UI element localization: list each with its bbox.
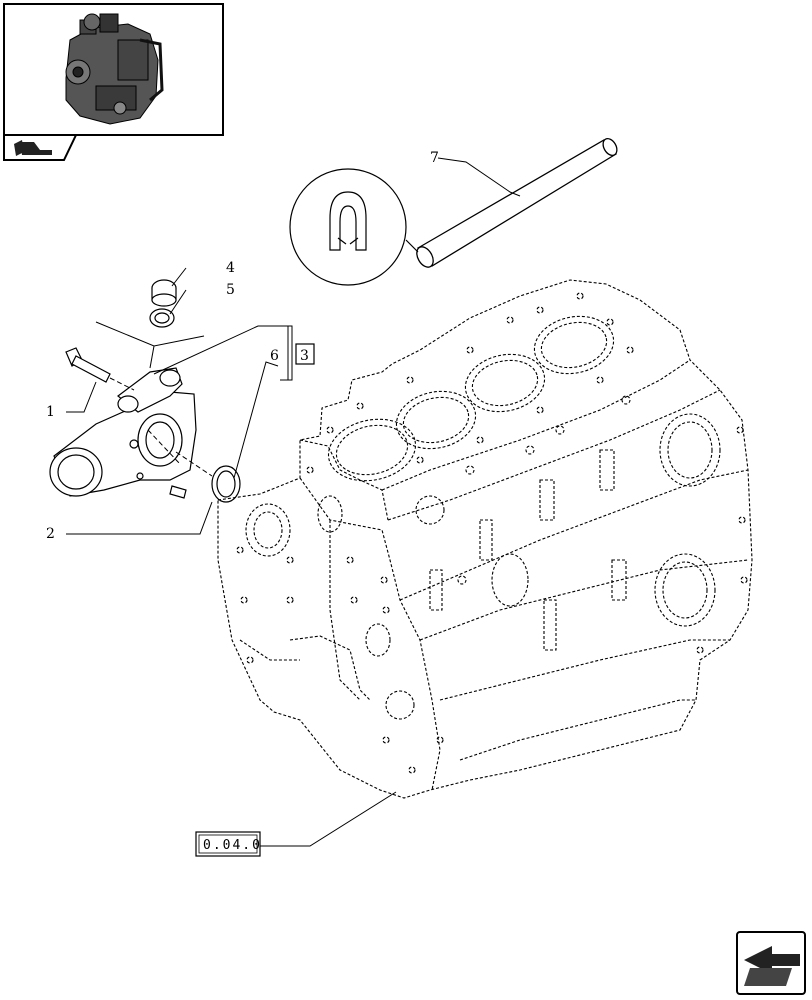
- callout-1[interactable]: 1: [46, 404, 55, 420]
- washer[interactable]: [149, 308, 175, 328]
- callout-6[interactable]: 6: [270, 348, 279, 364]
- callout-3-label: 3: [300, 348, 309, 364]
- hose-section-detail: [289, 168, 419, 286]
- alignment-lines: [109, 377, 213, 477]
- hose[interactable]: [413, 136, 619, 270]
- engine-thumbnail-icon: [65, 13, 164, 125]
- short-bolt[interactable]: [169, 485, 187, 499]
- callout-4[interactable]: 4: [226, 260, 235, 276]
- block-reference-label: 0.04.0: [203, 838, 262, 853]
- block-reference-link[interactable]: 0.04.0: [195, 831, 262, 857]
- callout-5-label: 5: [226, 282, 235, 298]
- callout-1-label: 1: [46, 404, 55, 420]
- callout-6-label: 6: [270, 348, 279, 364]
- callout-5[interactable]: 5: [226, 282, 235, 298]
- callout-7[interactable]: 7: [430, 150, 439, 166]
- book-arrow-icon: [14, 140, 52, 156]
- next-page-arrow-icon: [744, 946, 800, 986]
- leader-lines: [66, 157, 521, 847]
- callout-7-label: 7: [430, 150, 439, 166]
- plug[interactable]: [151, 279, 177, 307]
- callout-4-label: 4: [226, 260, 235, 276]
- callout-3-box[interactable]: 3: [295, 343, 315, 365]
- callout-2[interactable]: 2: [46, 526, 55, 542]
- thumbnail-nav-tab[interactable]: [3, 134, 78, 161]
- next-page-button[interactable]: [736, 931, 806, 995]
- callout-2-label: 2: [46, 526, 55, 542]
- callout-3-bracket: [286, 325, 293, 381]
- engine-block: [217, 279, 753, 799]
- engine-thumbnail[interactable]: [3, 3, 224, 136]
- thermostat-housing[interactable]: [49, 367, 197, 497]
- o-ring[interactable]: [211, 465, 241, 503]
- bolt[interactable]: [65, 347, 111, 383]
